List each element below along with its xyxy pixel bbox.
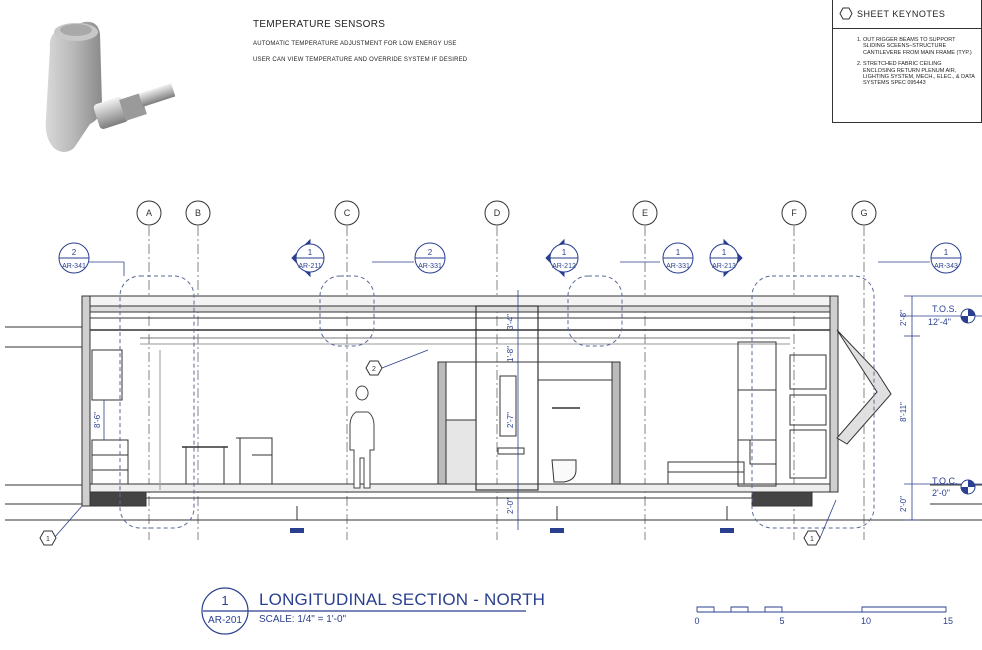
- svg-text:1: 1: [46, 536, 50, 543]
- svg-text:AR-213: AR-213: [712, 263, 736, 270]
- detail-reference: 1 AR-331: [662, 242, 694, 274]
- sensor-description-2: USER CAN VIEW TEMPERATURE AND OVERRIDE S…: [253, 57, 468, 63]
- detail-reference: 2 AR-331: [414, 242, 446, 274]
- title-number: 1: [221, 593, 228, 608]
- svg-text:2: 2: [72, 248, 77, 257]
- svg-text:AR-212: AR-212: [552, 263, 576, 270]
- dimension-label: 8'-6": [93, 412, 102, 428]
- svg-text:2: 2: [372, 366, 376, 373]
- svg-text:2: 2: [428, 248, 433, 257]
- scale-tick: 5: [779, 616, 784, 626]
- section-marker: 1 AR-212: [545, 238, 579, 278]
- svg-text:AR-211: AR-211: [298, 263, 321, 270]
- svg-text:1: 1: [722, 248, 727, 257]
- sheet-keynotes-box: SHEET KEYNOTES OUT RIGGER BEAMS TO SUPPO…: [832, 0, 982, 123]
- title-sheet: AR-201: [208, 615, 242, 626]
- svg-text:AR-343: AR-343: [934, 263, 958, 270]
- scale-tick: 15: [943, 616, 953, 626]
- detail-reference: 2 AR-341: [58, 242, 90, 274]
- dimension-label: 2'-7": [506, 412, 515, 428]
- grid-label: A: [146, 208, 152, 218]
- grid-label: C: [344, 208, 351, 218]
- grid-label: B: [195, 208, 201, 218]
- svg-text:1: 1: [308, 248, 313, 257]
- svg-text:AR-331: AR-331: [666, 263, 690, 270]
- dimension-label: 2'-0": [899, 496, 908, 512]
- temperature-sensor-image: [45, 21, 176, 152]
- drawing-title: LONGITUDINAL SECTION - NORTH: [259, 590, 546, 609]
- keynote-tag: 1: [39, 530, 57, 546]
- svg-text:1: 1: [810, 536, 814, 543]
- svg-text:AR-341: AR-341: [62, 263, 86, 270]
- elevation-marker-toc: T.O.C. 2'-0": [932, 476, 976, 498]
- scale-tick: 0: [694, 616, 699, 626]
- dimension-label: 3'-4": [506, 314, 515, 330]
- svg-text:AR-331: AR-331: [418, 263, 442, 270]
- keynotes-title: SHEET KEYNOTES: [833, 0, 981, 29]
- keynote-tag: 2: [365, 360, 383, 376]
- elevation-value: 2'-0": [932, 488, 950, 498]
- hexagon-icon: [839, 7, 853, 20]
- grid-label: F: [791, 208, 797, 218]
- grid-label: E: [642, 208, 648, 218]
- svg-text:1: 1: [562, 248, 567, 257]
- graphic-scale-bar: [696, 606, 947, 613]
- grid-label: D: [494, 208, 501, 218]
- grid-label: G: [860, 208, 867, 218]
- elevation-value: 12'-4": [928, 317, 951, 327]
- drawing-scale: SCALE: 1/4" = 1'-0": [259, 614, 347, 625]
- keynote-tag: 1: [803, 530, 821, 546]
- keynote-item: STRETCHED FABRIC CEILING ENCLOSING RETUR…: [863, 61, 975, 87]
- keynote-item: OUT RIGGER BEAMS TO SUPPORT SLIDING SCEE…: [863, 37, 975, 56]
- svg-text:1: 1: [944, 248, 949, 257]
- dimension-label: 2'-8": [899, 310, 908, 326]
- sensor-title: TEMPERATURE SENSORS: [253, 19, 386, 30]
- dimension-label: 8'-11": [899, 402, 908, 422]
- svg-text:1: 1: [676, 248, 681, 257]
- elevation-marker-tos: T.O.S. 12'-4": [928, 304, 976, 327]
- title-block-bubble: 1 AR-201: [201, 587, 526, 635]
- dimension-label: 2'-0": [506, 498, 515, 514]
- elevation-label: T.O.S.: [932, 304, 957, 314]
- dimension-label: 1'-8": [506, 346, 515, 362]
- detail-reference: 1 AR-343: [930, 242, 962, 274]
- elevation-label: T.O.C.: [932, 476, 958, 486]
- scale-tick: 10: [861, 616, 871, 626]
- sensor-description-1: AUTOMATIC TEMPERATURE ADJUSTMENT FOR LOW…: [253, 41, 457, 47]
- section-marker: 1 AR-211: [291, 238, 325, 278]
- section-marker: 1 AR-213: [709, 238, 743, 278]
